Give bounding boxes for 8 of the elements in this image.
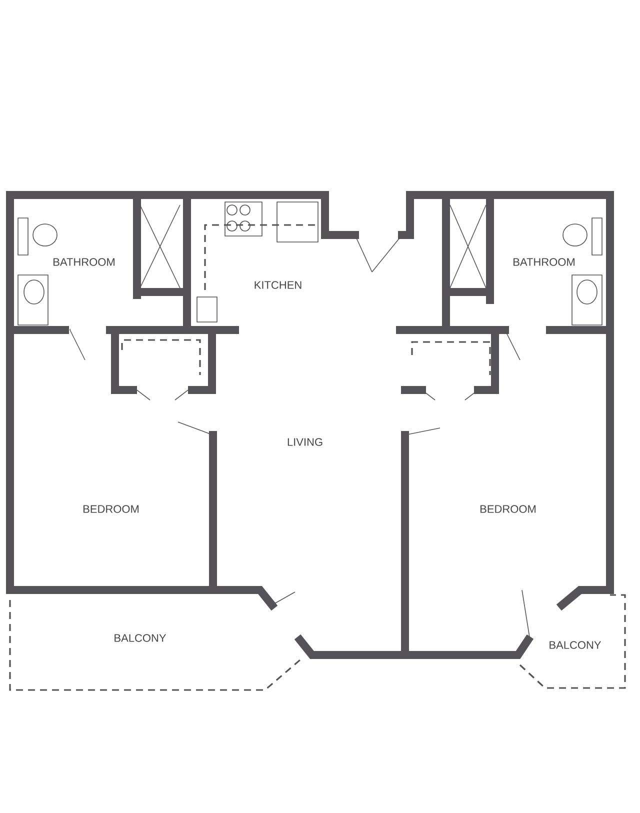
room-label: BEDROOM: [84, 505, 138, 513]
room-label: BALCONY: [550, 641, 602, 649]
room-label: BALCONY: [114, 634, 166, 642]
room-label: LIVING: [288, 438, 322, 446]
room-label: BATHROOM: [54, 258, 114, 266]
room-label: KITCHEN: [254, 281, 302, 289]
room-label: BATHROOM: [514, 258, 574, 266]
room-label: BEDROOM: [480, 505, 536, 513]
